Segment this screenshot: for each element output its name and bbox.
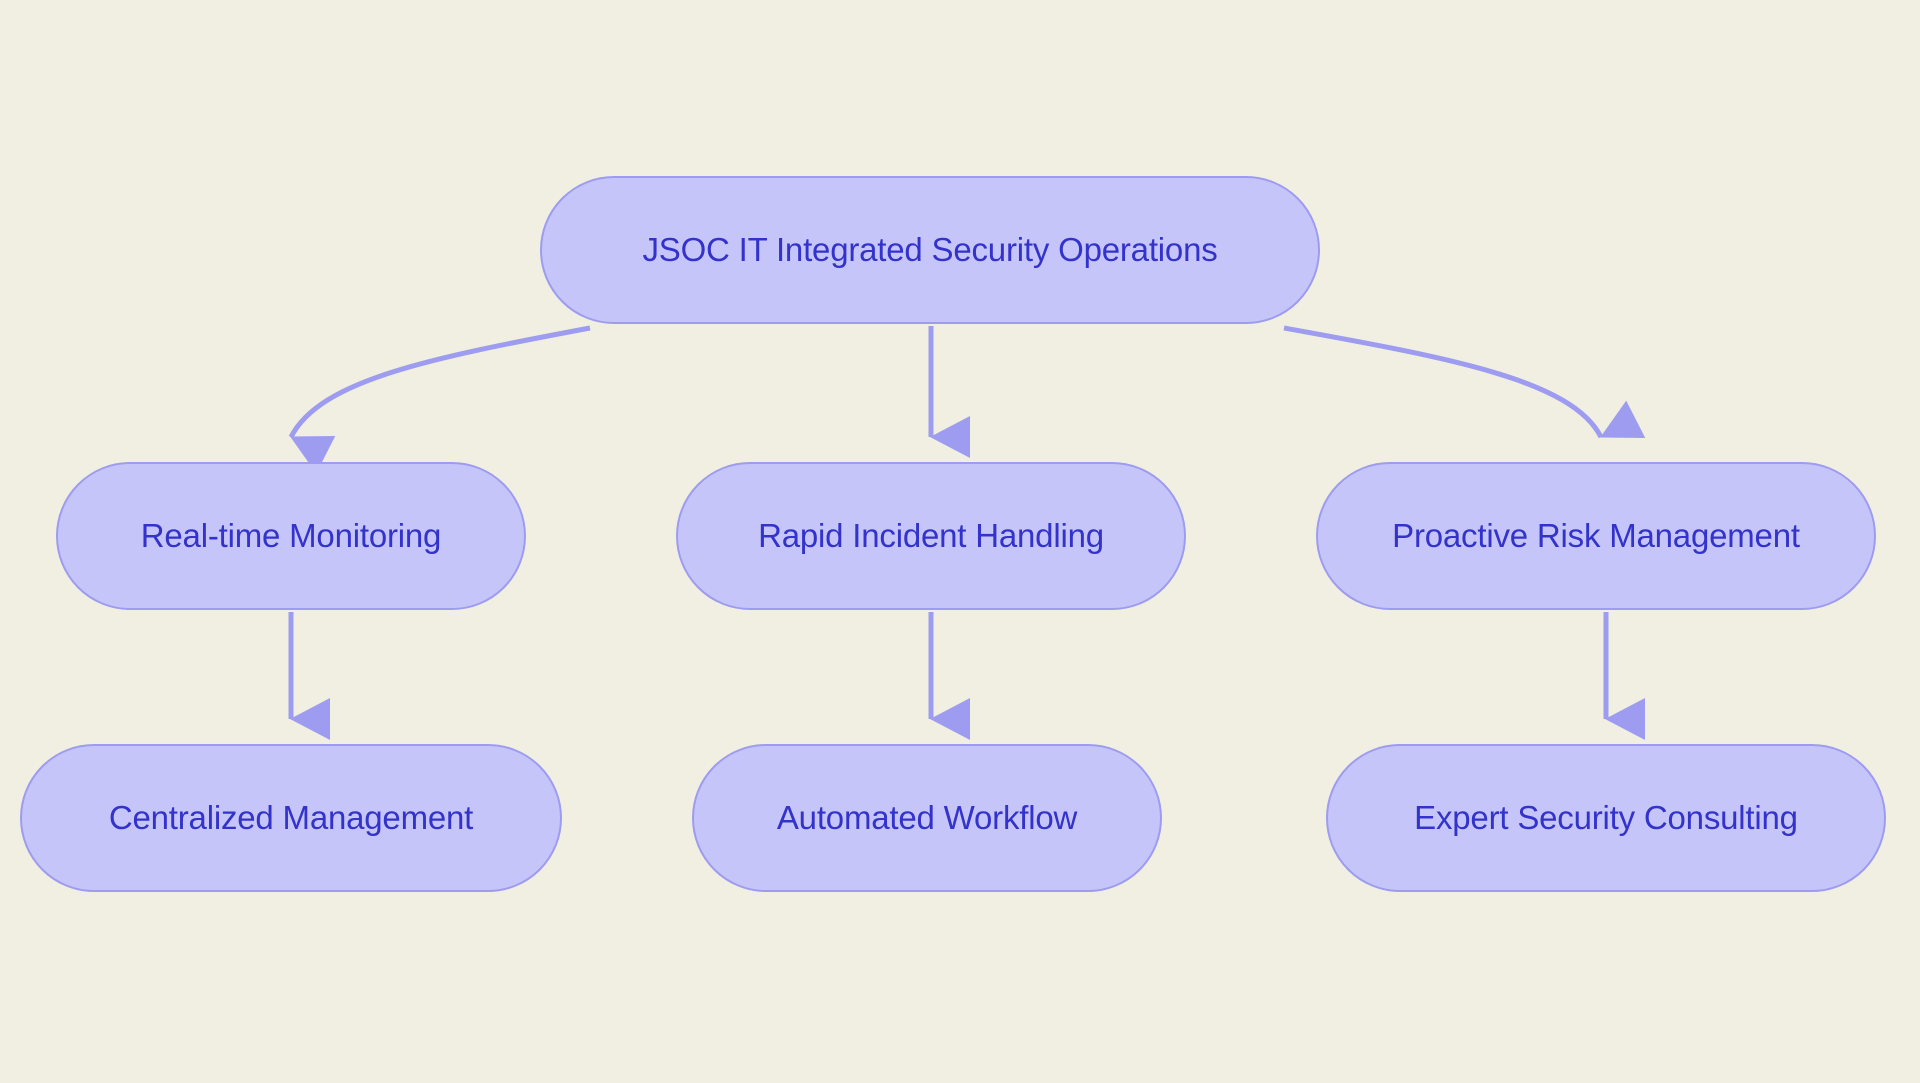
node-label: Real-time Monitoring [140,516,442,554]
node-centralized-management[interactable]: Centralized Management [20,744,562,892]
node-jsoc-it-integrated-security-operations[interactable]: JSOC IT Integrated Security Operations [540,176,1320,324]
node-proactive-risk-management[interactable]: Proactive Risk Management [1316,462,1876,610]
node-label: Centralized Management [108,798,474,836]
node-real-time-monitoring[interactable]: Real-time Monitoring [56,462,526,610]
node-label: Rapid Incident Handling [758,516,1104,554]
edge-root-to-risk [1283,325,1646,439]
node-label: JSOC IT Integrated Security Operations [642,230,1218,268]
node-label: Proactive Risk Management [1392,516,1800,554]
edge-root-to-monitoring [288,325,591,474]
node-rapid-incident-handling[interactable]: Rapid Incident Handling [676,462,1186,610]
node-label: Expert Security Consulting [1414,798,1798,836]
node-label: Automated Workflow [776,798,1078,836]
node-automated-workflow[interactable]: Automated Workflow [692,744,1162,892]
node-expert-security-consulting[interactable]: Expert Security Consulting [1326,744,1886,892]
